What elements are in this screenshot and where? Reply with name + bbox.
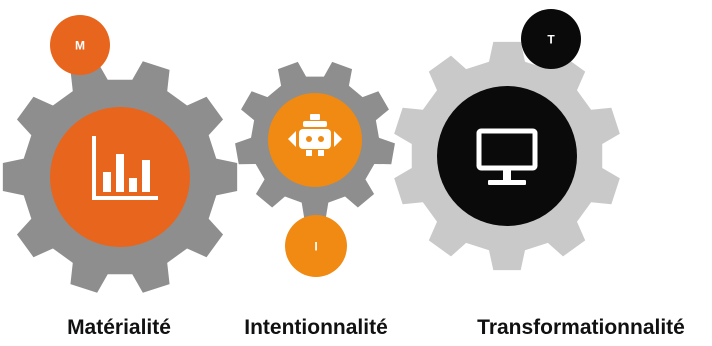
badge-materialite-letter: M (75, 39, 85, 53)
badge-transformationnalite-letter: T (547, 33, 555, 47)
robot-icon (288, 114, 342, 156)
bar-chart-icon (92, 136, 158, 200)
gear-intentionnalite: I (235, 61, 395, 277)
label-materialite: Matérialité (67, 316, 171, 339)
badge-intentionnalite (285, 215, 347, 277)
badge-intentionnalite-letter: I (314, 240, 317, 254)
badge-materialite (50, 15, 110, 75)
monitor-icon (476, 128, 538, 185)
label-transformationnalite: Transformationnalité (477, 316, 685, 339)
label-intentionnalite: Intentionnalité (244, 316, 388, 339)
badge-transformationnalite (521, 9, 581, 69)
gear-materialite: M (2, 15, 238, 293)
gear-transformationnalite-core (437, 86, 577, 226)
gear-transformationnalite: T (394, 9, 620, 271)
